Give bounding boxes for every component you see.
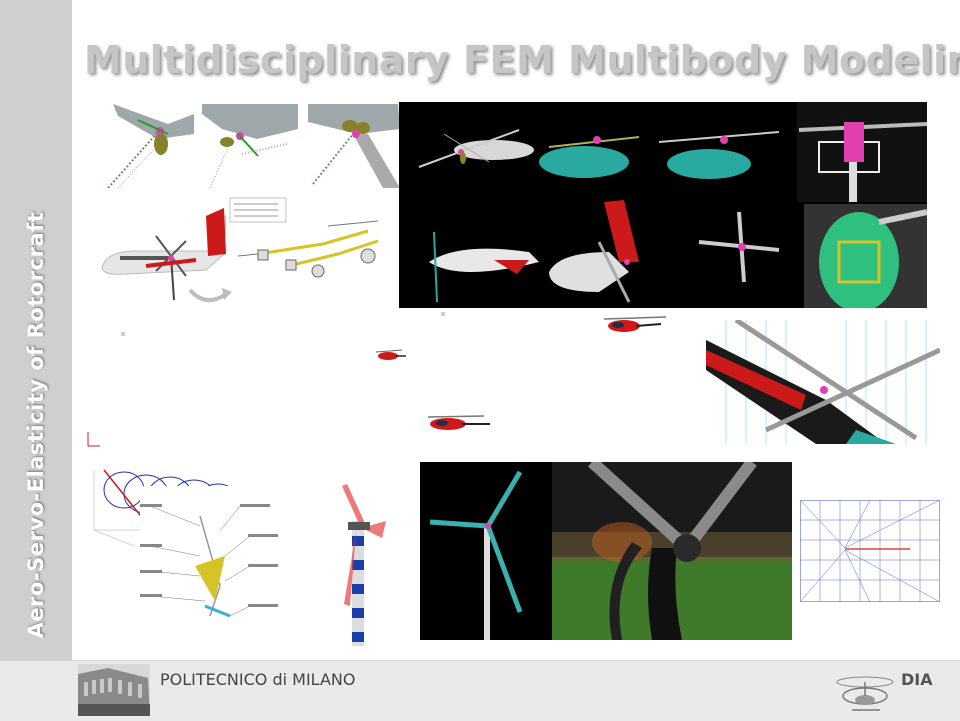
wind-farm-render-image xyxy=(552,462,792,640)
curved-arrow-icon xyxy=(188,288,232,302)
wind-turbine-render-image xyxy=(420,462,554,640)
aerodynamic-mesh-image xyxy=(800,500,940,602)
wind-turbine-schematic xyxy=(140,486,300,642)
sidebar xyxy=(0,0,72,660)
hub-closeup-image-1 xyxy=(98,104,194,188)
tiltrotor-render-image xyxy=(96,196,226,300)
hub-closeup-image-3 xyxy=(308,104,400,188)
helicopter-flight-sequence-image xyxy=(76,312,706,458)
rotorcraft-renders-panel xyxy=(399,102,927,308)
wind-turbine-tower-image xyxy=(322,476,416,646)
footer-bar xyxy=(0,660,960,721)
institution-name: POLITECNICO di MILANO xyxy=(160,670,356,689)
slide-title: Multidisciplinary FEM Multibody Modeling xyxy=(84,38,960,82)
helicopter-logo-icon xyxy=(834,662,896,716)
department-name: DIA xyxy=(901,670,933,689)
university-building-logo xyxy=(78,664,150,716)
helicopter-wake-image xyxy=(706,320,940,444)
multibody-block-diagram xyxy=(228,196,398,300)
hub-closeup-image-2 xyxy=(202,104,298,188)
